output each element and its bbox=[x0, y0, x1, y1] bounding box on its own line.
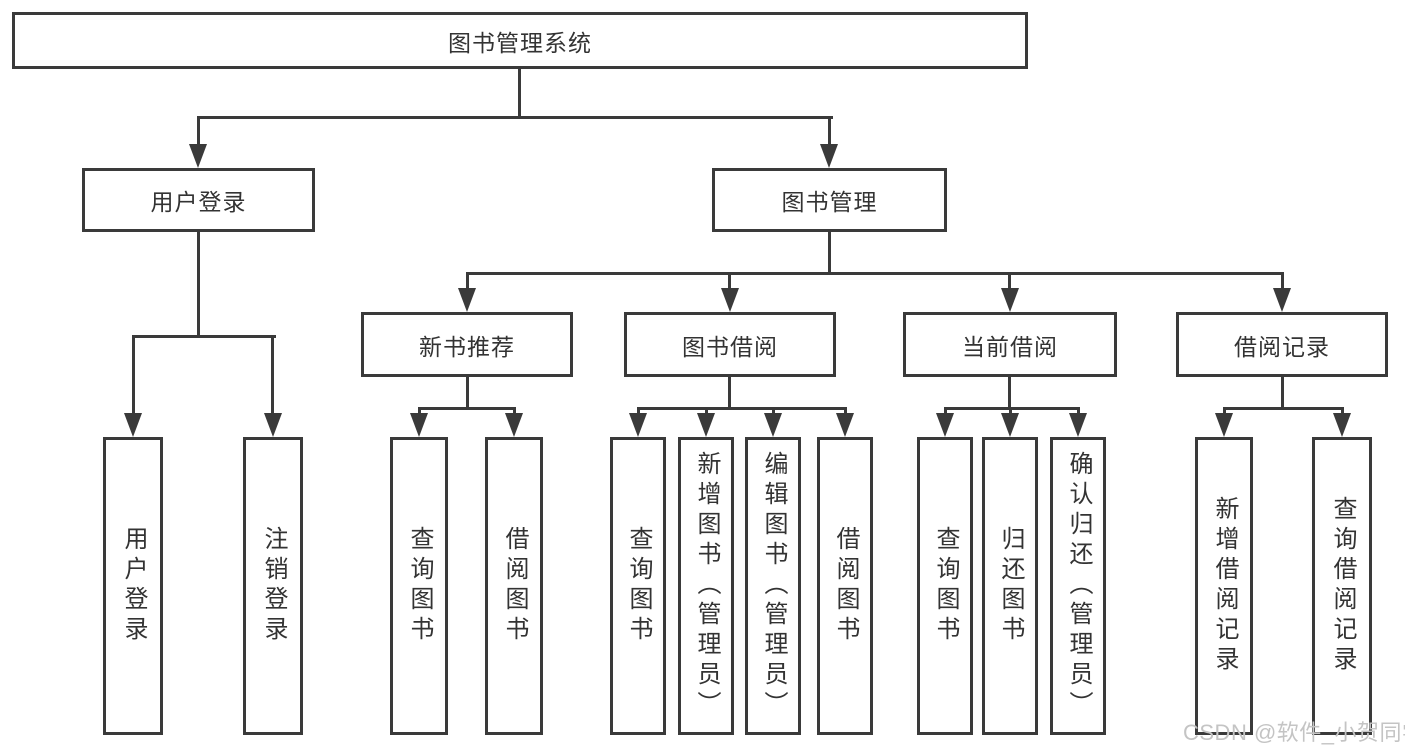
connector-stem bbox=[132, 335, 135, 415]
connector-group-trunk bbox=[728, 377, 731, 409]
leaf-edit-book-admin: 编辑图书（管理员） bbox=[745, 437, 801, 735]
connector-group-trunk bbox=[1281, 377, 1284, 409]
connector-group-trunk bbox=[466, 377, 469, 409]
leaf-confirm-return-admin: 确认归还（管理员） bbox=[1050, 437, 1106, 735]
connector-user-bar bbox=[132, 335, 276, 338]
node-root: 图书管理系统 bbox=[12, 12, 1028, 69]
leaf-query-books-current: 查询图书 bbox=[917, 437, 973, 735]
leaf-query-books-recommend: 查询图书 bbox=[390, 437, 448, 735]
node-new-book-recommend: 新书推荐 bbox=[361, 312, 573, 377]
leaf-query-borrow-record-label: 查询借阅记录 bbox=[1329, 496, 1356, 676]
arrowhead-down-icon bbox=[836, 413, 854, 437]
node-book-management-label: 图书管理 bbox=[781, 189, 878, 215]
connector-stem bbox=[418, 407, 421, 417]
leaf-borrow-books-recommend-label: 借阅图书 bbox=[501, 526, 528, 646]
connector-stem bbox=[271, 335, 274, 415]
leaf-query-borrow-record: 查询借阅记录 bbox=[1312, 437, 1372, 735]
leaf-logout: 注销登录 bbox=[243, 437, 303, 735]
connector-stem bbox=[728, 272, 731, 292]
csdn-watermark: CSDN @软件_小贺同学 bbox=[1183, 720, 1405, 745]
arrowhead-down-icon bbox=[936, 413, 954, 437]
node-borrow-records: 借阅记录 bbox=[1176, 312, 1388, 377]
node-current-borrow-label: 当前借阅 bbox=[962, 333, 1058, 360]
leaf-add-borrow-record: 新增借阅记录 bbox=[1195, 437, 1253, 735]
leaf-query-books-borrow: 查询图书 bbox=[610, 437, 666, 735]
connector-stem bbox=[828, 116, 831, 146]
leaf-query-books-recommend-label: 查询图书 bbox=[406, 526, 433, 646]
connector-root-trunk bbox=[518, 69, 521, 119]
connector-stem bbox=[1281, 272, 1284, 292]
leaf-user-login-label: 用户登录 bbox=[120, 526, 147, 646]
leaf-borrow-books-label: 借阅图书 bbox=[832, 526, 859, 646]
leaf-borrow-books-recommend: 借阅图书 bbox=[485, 437, 543, 735]
arrowhead-down-icon bbox=[820, 144, 838, 168]
node-book-borrow-label: 图书借阅 bbox=[682, 333, 778, 360]
connector-mgmt-trunk bbox=[828, 232, 831, 275]
leaf-confirm-return-admin-label: 确认归还（管理员） bbox=[1065, 451, 1092, 721]
arrowhead-down-icon bbox=[1273, 288, 1291, 312]
leaf-logout-label: 注销登录 bbox=[260, 526, 287, 646]
connector-group-bar bbox=[1223, 407, 1343, 410]
arrowhead-down-icon bbox=[410, 413, 428, 437]
arrowhead-down-icon bbox=[1215, 413, 1233, 437]
node-user-login: 用户登录 bbox=[82, 168, 315, 232]
connector-stem bbox=[1341, 407, 1344, 417]
arrowhead-down-icon bbox=[764, 413, 782, 437]
arrowhead-down-icon bbox=[264, 413, 282, 437]
arrowhead-down-icon bbox=[721, 288, 739, 312]
arrowhead-down-icon bbox=[1001, 288, 1019, 312]
arrowhead-down-icon bbox=[1001, 413, 1019, 437]
connector-group-bar bbox=[637, 407, 846, 410]
node-book-management: 图书管理 bbox=[712, 168, 947, 232]
leaf-borrow-books: 借阅图书 bbox=[817, 437, 873, 735]
node-current-borrow: 当前借阅 bbox=[903, 312, 1117, 377]
arrowhead-down-icon bbox=[505, 413, 523, 437]
node-root-label: 图书管理系统 bbox=[448, 29, 592, 56]
leaf-query-books-borrow-label: 查询图书 bbox=[625, 526, 652, 646]
connector-stem bbox=[1077, 407, 1080, 417]
leaf-user-login: 用户登录 bbox=[103, 437, 163, 735]
node-borrow-records-label: 借阅记录 bbox=[1234, 333, 1330, 360]
node-user-login-label: 用户登录 bbox=[150, 189, 247, 215]
arrowhead-down-icon bbox=[124, 413, 142, 437]
connector-stem bbox=[1009, 407, 1012, 417]
leaf-query-books-current-label: 查询图书 bbox=[932, 526, 959, 646]
connector-stem bbox=[466, 272, 469, 292]
connector-stem bbox=[1008, 272, 1011, 292]
connector-stem bbox=[944, 407, 947, 417]
arrowhead-down-icon bbox=[1333, 413, 1351, 437]
connector-user-trunk bbox=[197, 232, 200, 338]
connector-stem bbox=[1223, 407, 1226, 417]
connector-group-trunk bbox=[1008, 377, 1011, 409]
connector-stem bbox=[197, 116, 200, 146]
arrowhead-down-icon bbox=[1069, 413, 1087, 437]
connector-level2-bar bbox=[466, 272, 1284, 275]
leaf-add-borrow-record-label: 新增借阅记录 bbox=[1211, 496, 1238, 676]
connector-group-bar bbox=[418, 407, 516, 410]
leaf-return-book-label: 归还图书 bbox=[997, 526, 1024, 646]
arrowhead-down-icon bbox=[189, 144, 207, 168]
connector-stem bbox=[705, 407, 708, 417]
leaf-return-book: 归还图书 bbox=[982, 437, 1038, 735]
leaf-add-book-admin: 新增图书（管理员） bbox=[678, 437, 734, 735]
connector-stem bbox=[513, 407, 516, 417]
leaf-add-book-admin-label: 新增图书（管理员） bbox=[693, 451, 720, 721]
connector-stem bbox=[844, 407, 847, 417]
connector-stem bbox=[637, 407, 640, 417]
arrowhead-down-icon bbox=[629, 413, 647, 437]
arrowhead-down-icon bbox=[458, 288, 476, 312]
arrowhead-down-icon bbox=[697, 413, 715, 437]
node-new-book-recommend-label: 新书推荐 bbox=[419, 333, 515, 360]
node-book-borrow: 图书借阅 bbox=[624, 312, 836, 377]
leaf-edit-book-admin-label: 编辑图书（管理员） bbox=[760, 451, 787, 721]
connector-stem bbox=[772, 407, 775, 417]
connector-level1-bar bbox=[197, 116, 833, 119]
